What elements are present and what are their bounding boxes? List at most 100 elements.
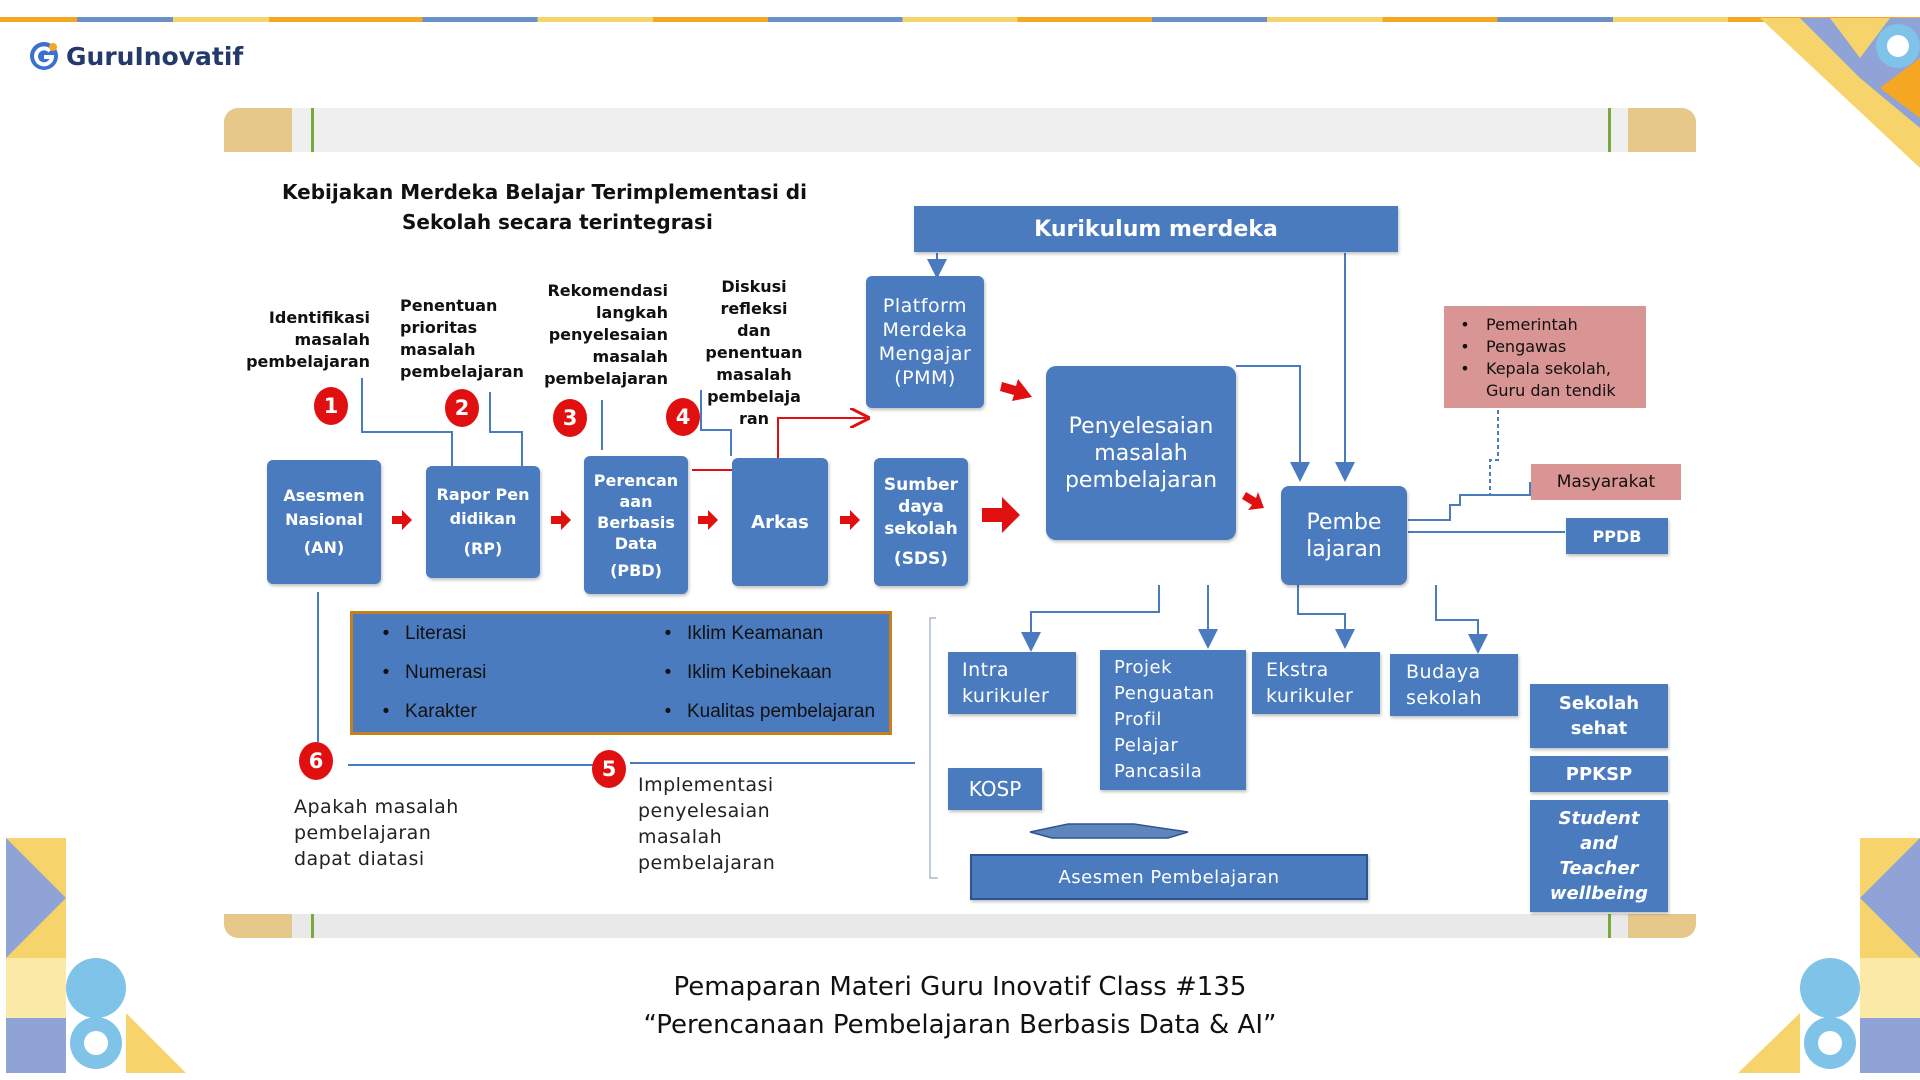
brand-name: GuruInovatif [66, 41, 244, 71]
text-line: masalah [638, 826, 723, 848]
box-line: KOSP [968, 777, 1022, 801]
label-line: pembelajaran [400, 362, 524, 381]
slide-corner-tan [224, 108, 292, 152]
box-line: (PBD) [610, 560, 662, 580]
box-line: Rapor Pen [436, 485, 530, 504]
box-line: aan [619, 491, 653, 511]
indicator-item: Kualitas pembelajaran [653, 692, 875, 731]
box-line: Pembe [1306, 509, 1382, 535]
slide-bottom-band [224, 914, 1696, 938]
stakeholder-item: •Kepala sekolah, [1460, 359, 1611, 378]
box-line: Teacher [1559, 858, 1639, 879]
label-line: pembelaja [707, 387, 801, 406]
box-line: Profil [1114, 709, 1162, 730]
box-line: Arkas [751, 511, 809, 533]
label-line: masalah [294, 330, 370, 349]
box-line: Perencan [593, 470, 679, 490]
box-line: PPDB [1592, 526, 1642, 546]
caption: Pemaparan Materi Guru Inovatif Class #13… [0, 968, 1920, 1044]
label-line: Penentuan [400, 296, 498, 315]
box-line: (AN) [303, 538, 345, 557]
label-line: penentuan [705, 343, 803, 362]
step-label-3: Rekomendasi langkah penyelesaian masalah… [540, 280, 668, 390]
step-number-1: 1 [314, 387, 348, 425]
box-line: and [1580, 833, 1618, 854]
step-label-4: Diskusi refleksi dan penentuan masalah p… [695, 276, 813, 430]
slide-corner-tan [1628, 108, 1696, 152]
box-line: didikan [449, 509, 517, 528]
box-line: Nasional [285, 510, 363, 529]
label-line: Identifikasi [268, 308, 370, 327]
box-masyarakat: Masyarakat [1531, 464, 1681, 500]
indicator-item: Numerasi [371, 653, 486, 692]
box-line: Berbasis [597, 512, 675, 532]
brand-logo: GuruInovatif [28, 40, 243, 72]
box-line: Student [1558, 808, 1640, 829]
box-budaya-sekolah: Budaya sekolah [1390, 654, 1518, 716]
slide-accent-line [1608, 914, 1611, 938]
text-line: penyelesaian [638, 800, 771, 822]
box-line: daya [898, 497, 944, 517]
text-line: Apakah masalah [294, 796, 459, 818]
caption-line-1: Pemaparan Materi Guru Inovatif Class #13… [673, 972, 1247, 1002]
slide-corner-tan [224, 914, 292, 938]
box-line: Pancasila [1114, 761, 1203, 782]
step-number-2: 2 [445, 389, 479, 427]
box-line: Pelajar [1114, 735, 1179, 756]
indicator-list-box: Literasi Numerasi Karakter Iklim Keamana… [350, 611, 892, 735]
label-line: masalah [400, 340, 476, 359]
step-5-text: Implementasi penyelesaian masalah pembel… [638, 772, 775, 876]
slide-corner-tan [1628, 914, 1696, 938]
box-line: Asesmen Pembelajaran [1058, 866, 1280, 888]
box-ppksp: PPKSP [1530, 756, 1668, 792]
box-line: masalah [1094, 440, 1188, 466]
corner-decoration-top-right [1760, 18, 1920, 168]
box-line: PPKSP [1565, 763, 1633, 785]
step-number-3: 3 [553, 399, 587, 437]
box-line: (PMM) [894, 367, 956, 389]
title-line: Sekolah secara terintegrasi [402, 210, 713, 234]
step-number-4: 4 [666, 398, 700, 436]
text-line: pembelajaran [638, 852, 776, 874]
box-line: Mengajar [878, 343, 972, 365]
indicator-item: Iklim Keamanan [653, 614, 875, 653]
box-intrakurikuler: Intra kurikuler [948, 652, 1076, 714]
box-line: Masyarakat [1556, 472, 1656, 492]
box-line: Budaya [1406, 661, 1481, 683]
box-line: sekolah [1406, 687, 1483, 709]
logo-g-icon [30, 42, 58, 70]
box-line: lajaran [1306, 536, 1382, 562]
text-line: pembelajaran [294, 822, 432, 844]
banner-label: Kurikulum merdeka [1034, 216, 1278, 242]
label-line: refleksi [720, 299, 788, 318]
box-line: kurikuler [1266, 685, 1354, 707]
indicator-item: Literasi [371, 614, 486, 653]
stakeholder-item: •Pengawas [1460, 337, 1567, 356]
box-line: Merdeka [882, 319, 968, 341]
text-line: dapat diatasi [294, 848, 425, 870]
step-6-text: Apakah masalah pembelajaran dapat diatas… [294, 794, 459, 872]
slide-accent-line [1608, 108, 1611, 152]
step-number-6: 6 [299, 742, 333, 780]
indicator-item: Karakter [371, 692, 486, 731]
diagram-title: Kebijakan Merdeka Belajar Terimplementas… [282, 177, 807, 237]
caption-line-2: “Perencanaan Pembelajaran Berbasis Data … [643, 1010, 1277, 1040]
box-line: Platform [882, 295, 968, 317]
box-line: Intra [962, 659, 1010, 681]
label-line: ran [738, 409, 770, 428]
corner-decoration-bottom-right [1738, 838, 1920, 1073]
box-line: Asesmen [283, 486, 365, 505]
box-ppdb: PPDB [1566, 518, 1668, 554]
label-line: pembelajaran [544, 369, 668, 388]
box-line: kurikuler [962, 685, 1050, 707]
label-line: penyelesaian [548, 325, 668, 344]
